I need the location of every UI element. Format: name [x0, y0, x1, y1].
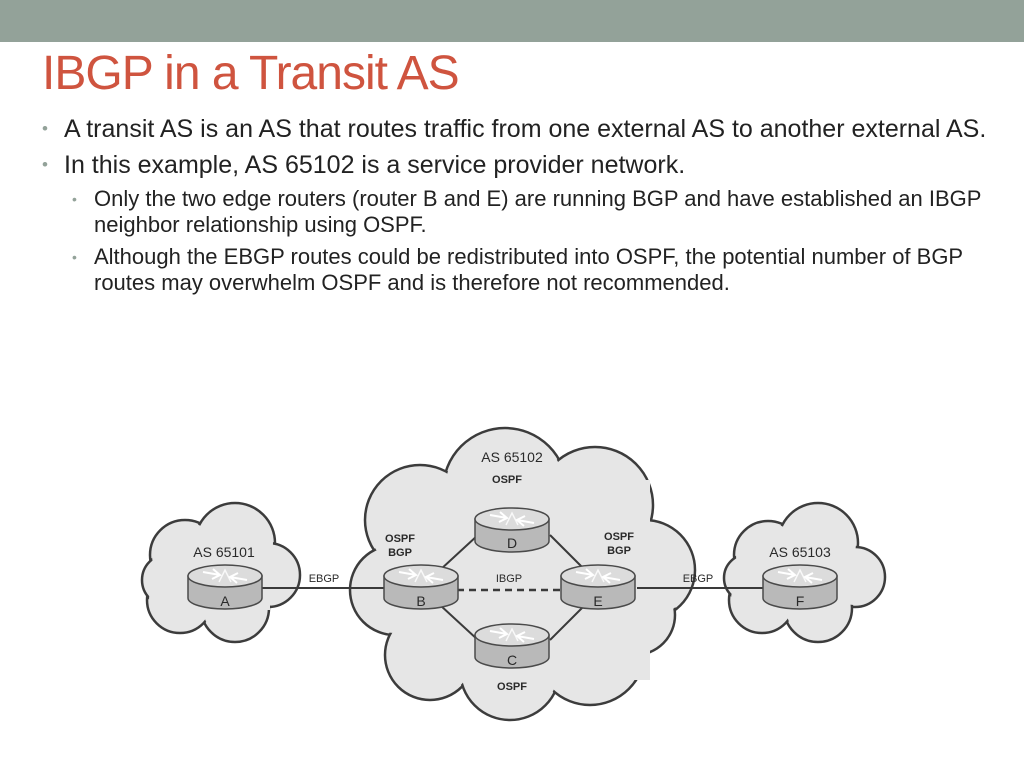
router-f-label: F [796, 593, 805, 609]
sub-bullet-redistribution: Although the EBGP routes could be redist… [42, 244, 992, 296]
router-c-label: C [507, 652, 517, 668]
sub-bullet-edge-routers: Only the two edge routers (router B and … [42, 186, 992, 238]
ibgp-label: IBGP [496, 573, 522, 585]
ebgp-right-label: EBGP [683, 573, 714, 585]
cloud-as-65102 [348, 426, 697, 722]
router-e-label: E [593, 593, 602, 609]
link-b-c [439, 604, 479, 641]
link-c-e [549, 604, 586, 641]
links [262, 534, 765, 641]
router-b-ospf-label: OSPF [385, 533, 415, 545]
as-65102-label: AS 65102 [481, 449, 543, 465]
ospf-bottom-label: OSPF [497, 681, 527, 693]
router-d-label: D [507, 535, 517, 551]
ospf-top-label: OSPF [492, 474, 522, 486]
router-a-label: A [220, 593, 230, 609]
router-b-bgp-label: BGP [388, 547, 412, 559]
bullet-example: In this example, AS 65102 is a service p… [42, 150, 992, 180]
bullet-transit-as: A transit AS is an AS that routes traffi… [42, 114, 992, 144]
as-65101-label: AS 65101 [193, 544, 255, 560]
slide-title: IBGP in a Transit AS [42, 47, 460, 100]
router-e-ospf-label: OSPF [604, 531, 634, 543]
link-b-d [439, 534, 479, 571]
as-65103-label: AS 65103 [769, 544, 831, 560]
top-accent-bar [0, 0, 1024, 42]
router-e-bgp-label: BGP [607, 545, 631, 557]
link-d-e [549, 534, 586, 571]
bullet-list: A transit AS is an AS that routes traffi… [42, 114, 992, 302]
ebgp-left-label: EBGP [309, 573, 340, 585]
router-b-label: B [416, 593, 425, 609]
